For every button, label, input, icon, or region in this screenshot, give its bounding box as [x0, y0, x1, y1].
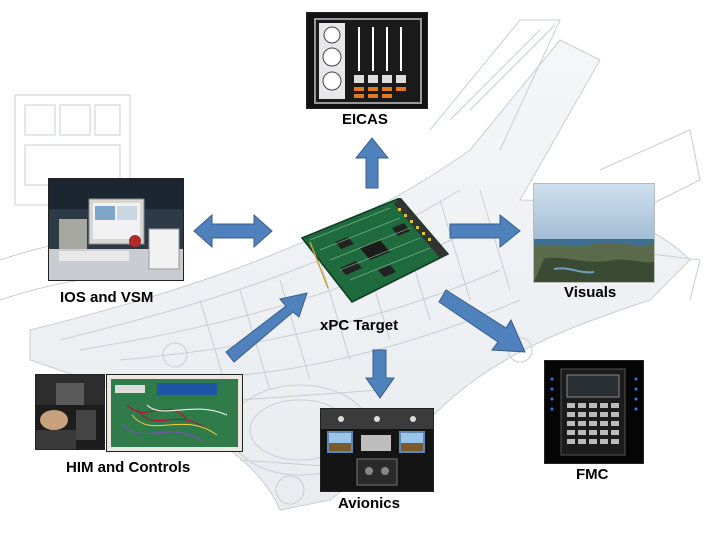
him-label: HIM and Controls	[66, 459, 191, 476]
avionics-photo	[320, 408, 434, 492]
ios-photo	[48, 178, 184, 281]
xpc-target-board	[300, 198, 450, 306]
fmc-photo	[544, 360, 644, 464]
him-board-photo	[106, 374, 243, 452]
avionics-label: Avionics	[338, 495, 400, 512]
visuals-photo	[533, 183, 655, 283]
arrow-to-avionics	[365, 349, 395, 399]
arrow-to-eicas	[354, 137, 390, 189]
xpc-target-label: xPC Target	[320, 317, 399, 334]
ios-label: IOS and VSM	[60, 289, 154, 306]
him-cockpit-photo	[35, 374, 105, 450]
visuals-label: Visuals	[564, 284, 617, 301]
fmc-label: FMC	[576, 466, 609, 483]
arrow-from-him	[225, 292, 308, 363]
arrow-to-ios	[193, 213, 273, 249]
arrow-to-visuals	[449, 213, 521, 249]
arrow-to-fmc	[438, 289, 526, 353]
eicas-label: EICAS	[342, 111, 388, 128]
eicas-photo	[306, 12, 428, 109]
